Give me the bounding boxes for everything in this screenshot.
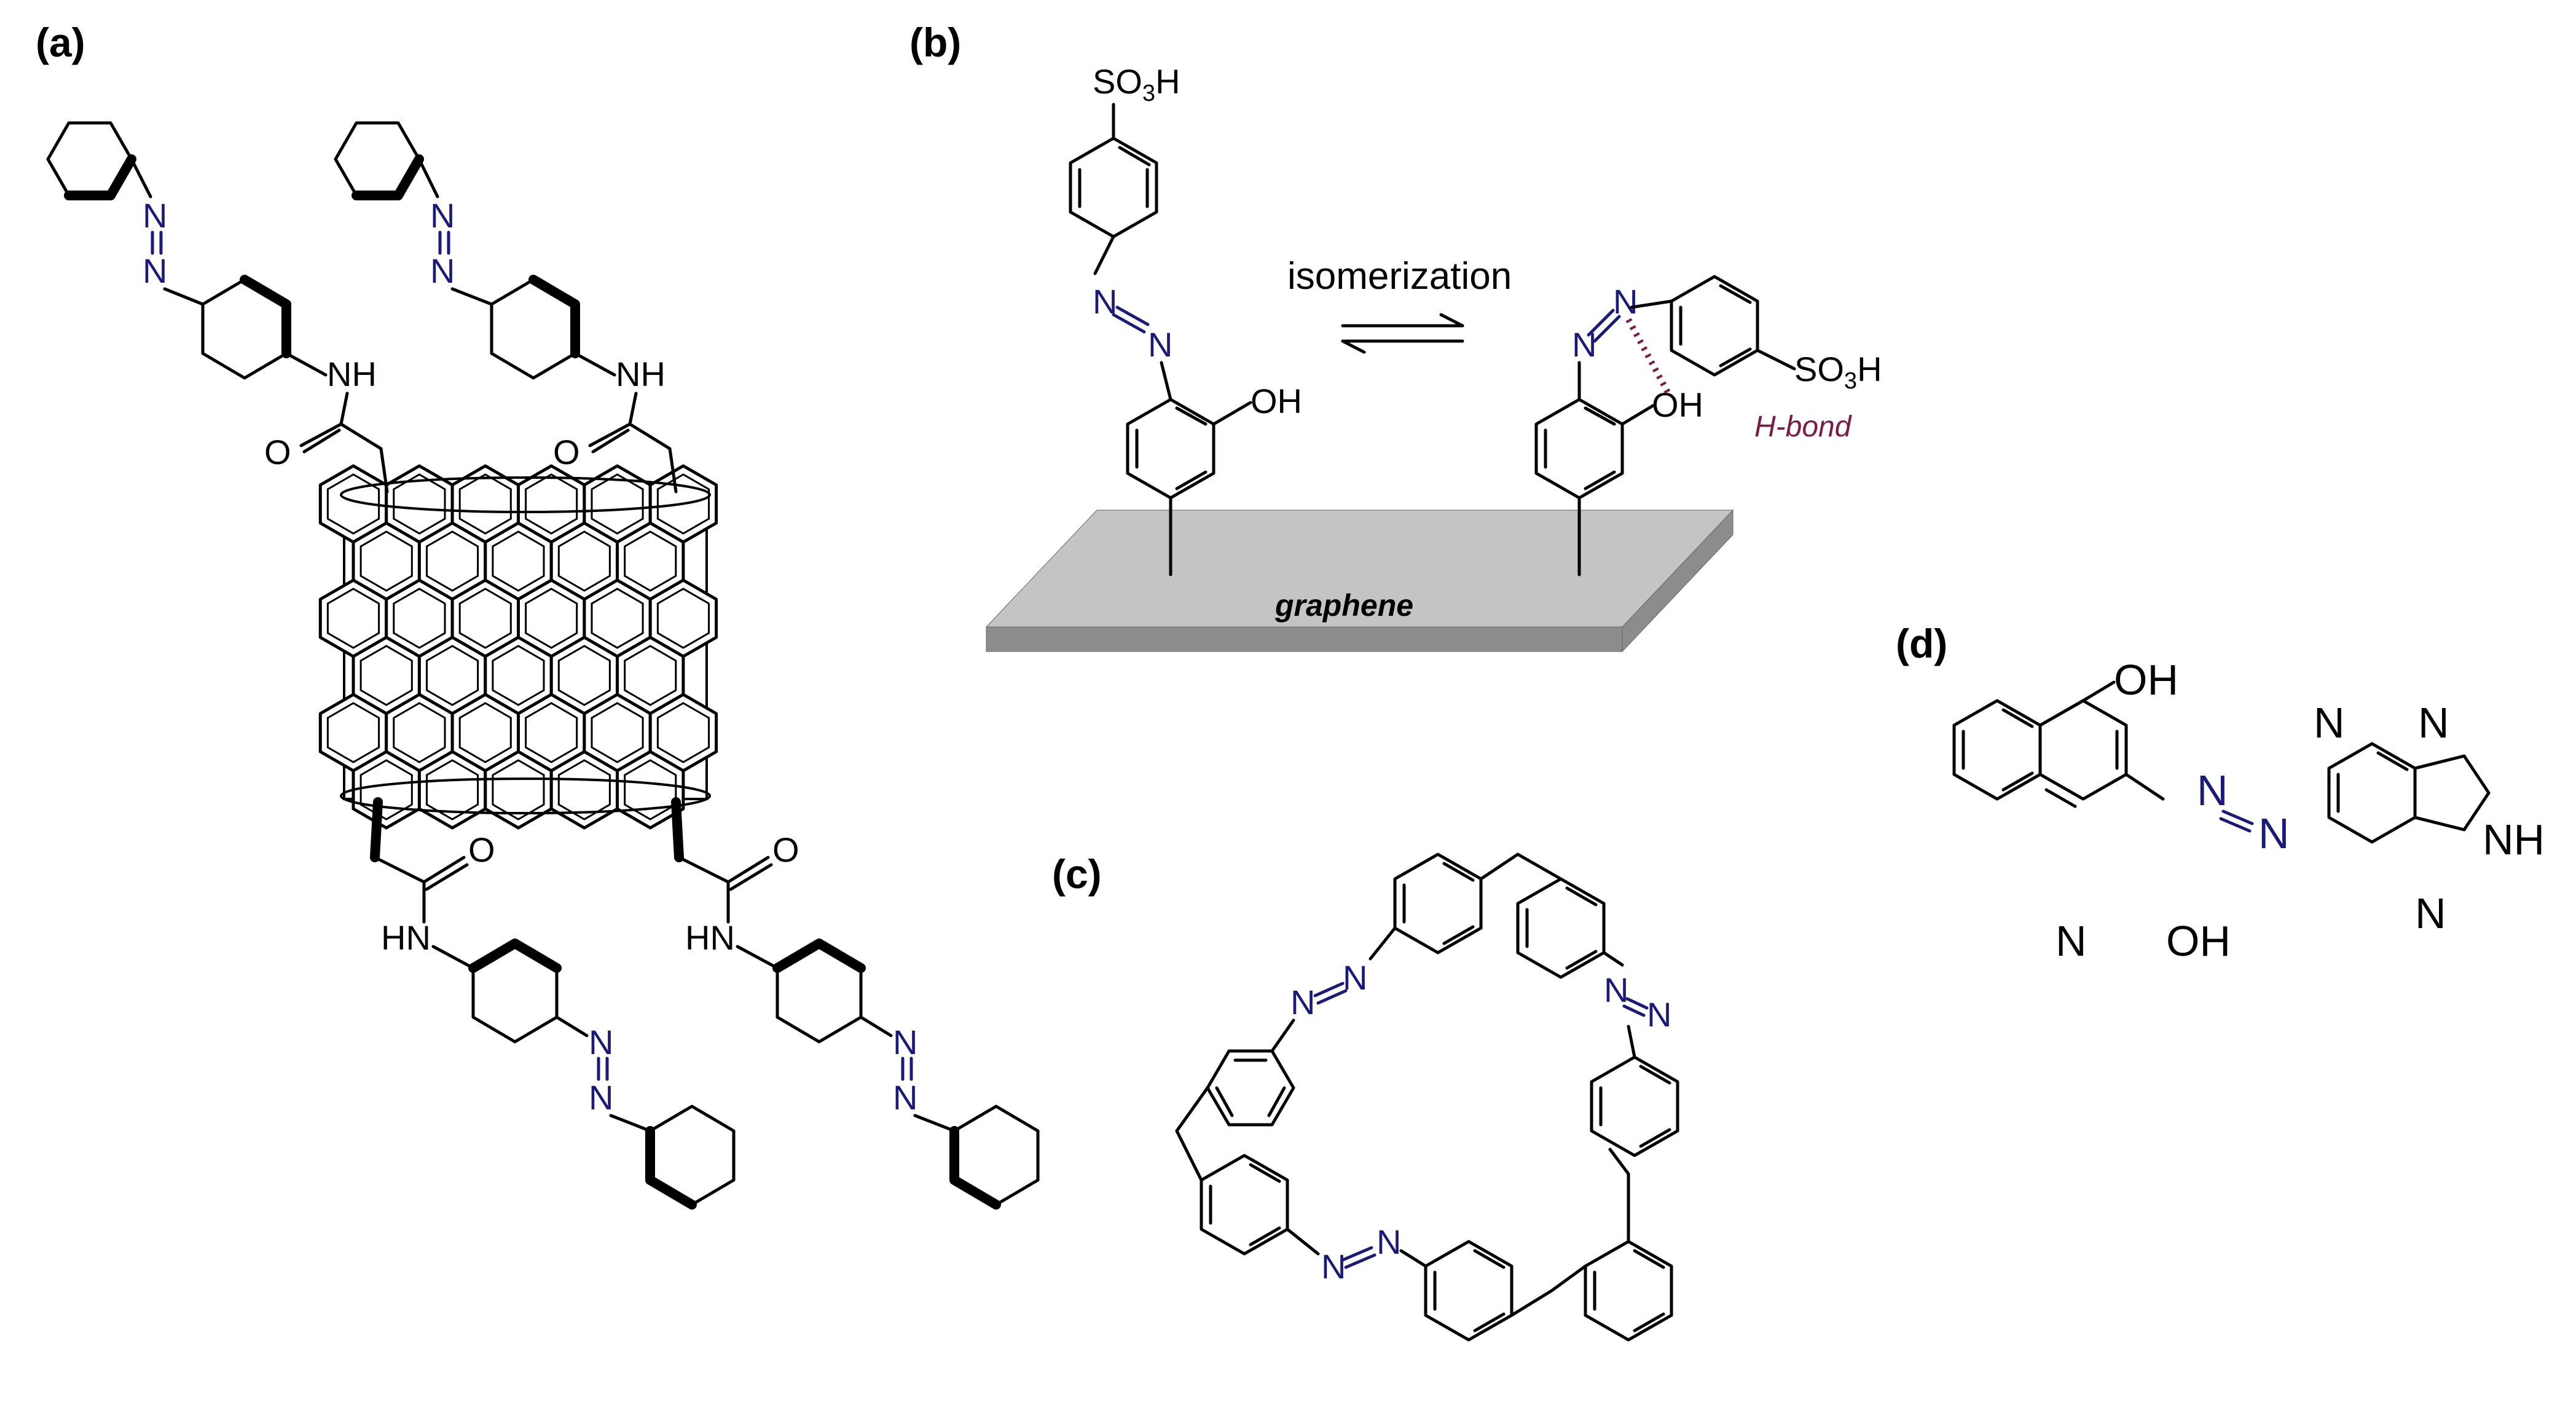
amide-nh-1: NH: [327, 355, 377, 393]
isomerization-arrows: isomerization: [1287, 255, 1512, 354]
carbon-nanotube: [318, 464, 718, 830]
panel-b: graphene SO3H N N OH isomerizatio: [985, 62, 1882, 653]
purine-nh: NH: [2483, 816, 2545, 864]
nanotube-hexagon-inner: [458, 702, 512, 763]
azo-n8: N: [893, 1078, 917, 1117]
nanotube-hexagon-inner: [426, 530, 479, 592]
hbond-label: H-bond: [1754, 411, 1852, 443]
d-oh-bottom: OH: [2166, 917, 2231, 965]
nanotube-hexagon-inner: [656, 588, 710, 649]
amide-hn-4: HN: [685, 918, 735, 957]
nanotube-hexagon-inner: [393, 588, 446, 649]
azo-n4: N: [430, 251, 455, 290]
d-n-ring: N: [2056, 917, 2087, 965]
d-azo-n1: N: [2197, 766, 2228, 814]
nanotube-hexagon-inner: [393, 702, 446, 763]
cis-azo-molecule: N N SO3H H-bond OH: [1534, 275, 1882, 577]
graphene-sheet: graphene: [985, 509, 1734, 653]
panel-a-label: (a): [36, 20, 85, 65]
nanotube-hexagon-inner: [458, 588, 512, 649]
nanotube-hexagon-inner: [656, 473, 710, 535]
isomerization-label: isomerization: [1287, 255, 1512, 297]
nanotube-hexagon-inner: [492, 759, 545, 821]
nanotube-hexagon-inner: [525, 588, 578, 649]
panel-a: N N NH O N N: [46, 121, 1040, 1210]
nanotube-hexagon-inner: [656, 702, 710, 763]
nanotube-hexagon-inner: [426, 645, 479, 706]
amide-hn-3: HN: [381, 918, 431, 957]
trans-azo-molecule: SO3H N N OH: [1069, 62, 1302, 577]
sulfo-right: SO3H: [1794, 350, 1882, 394]
nanotube-hexagon-inner: [326, 588, 380, 649]
nanotube-hexagon-inner: [624, 645, 677, 706]
nanotube-hexagons: [318, 464, 718, 830]
nanotube-hexagon-inner: [326, 702, 380, 763]
nanotube-hexagon-inner: [557, 759, 611, 821]
lower-left-azobenzene: O HN N N: [370, 797, 736, 1210]
nanotube-hexagon-inner: [525, 473, 578, 535]
purine-n3: N: [2418, 699, 2449, 747]
nanotube-hexagon-inner: [557, 645, 611, 706]
nanotube-hexagon-inner: [492, 645, 545, 706]
panel-d: OH N OH N N N N NH N: [1952, 656, 2545, 965]
graphene-front-face: [986, 626, 1623, 652]
azo-n2: N: [143, 251, 167, 290]
d-azo-n2: N: [2258, 809, 2290, 857]
macro-n2: N: [1290, 983, 1315, 1021]
nanotube-hexagon-inner: [591, 473, 644, 535]
trans-n2: N: [1148, 325, 1172, 364]
cis-n2: N: [1613, 282, 1638, 321]
azo-n6: N: [589, 1078, 613, 1117]
panel-c-macrocycle: N N N N: [1175, 852, 1679, 1342]
nanotube-hexagon-inner: [557, 530, 611, 592]
nanotube-hexagon-inner: [591, 702, 644, 763]
d-oh-top: OH: [2114, 656, 2178, 704]
cis-oh: OH: [1652, 385, 1703, 424]
purine-n1: N: [2314, 699, 2345, 747]
panel-d-label: (d): [1896, 621, 1947, 666]
amide-o-2: O: [553, 433, 580, 471]
panel-b-label: (b): [909, 20, 961, 65]
nanotube-hexagon-inner: [393, 473, 446, 535]
nanotube-hexagon-inner: [359, 645, 413, 706]
macro-n5: N: [1604, 970, 1628, 1009]
amide-o-3: O: [468, 830, 495, 869]
azo-n3: N: [430, 196, 455, 235]
macro-n3: N: [1321, 1247, 1346, 1286]
azo-n1: N: [143, 196, 167, 235]
purine-n7: N: [2415, 889, 2446, 937]
nanotube-hexagon-inner: [525, 702, 578, 763]
upper-right-azobenzene: N N NH O: [334, 121, 678, 494]
azo-n7: N: [893, 1023, 917, 1061]
nanotube-hexagon-inner: [326, 473, 380, 535]
nanotube-hexagon-inner: [359, 530, 413, 592]
upper-left-azobenzene: N N NH O: [46, 121, 389, 494]
panel-c-label: (c): [1052, 851, 1102, 897]
sulfo-left: SO3H: [1093, 62, 1180, 106]
nanotube-hexagon-inner: [624, 530, 677, 592]
amide-o-1: O: [264, 433, 291, 471]
graphene-label: graphene: [1274, 588, 1413, 623]
macro-n6: N: [1647, 995, 1671, 1034]
nanotube-hexagon-inner: [458, 473, 512, 535]
trans-oh: OH: [1251, 382, 1302, 420]
macro-n4: N: [1376, 1222, 1401, 1261]
lower-right-azobenzene: O HN N N: [671, 797, 1040, 1210]
nanotube-hexagon-inner: [426, 759, 479, 821]
nanotube-hexagon-inner: [492, 530, 545, 592]
amide-nh-2: NH: [616, 355, 666, 393]
nanotube-hexagon-inner: [591, 588, 644, 649]
azo-n5: N: [589, 1023, 613, 1061]
amide-o-4: O: [772, 830, 799, 869]
hbond-line: [1625, 318, 1671, 395]
graphene-side-face: [1622, 509, 1734, 653]
